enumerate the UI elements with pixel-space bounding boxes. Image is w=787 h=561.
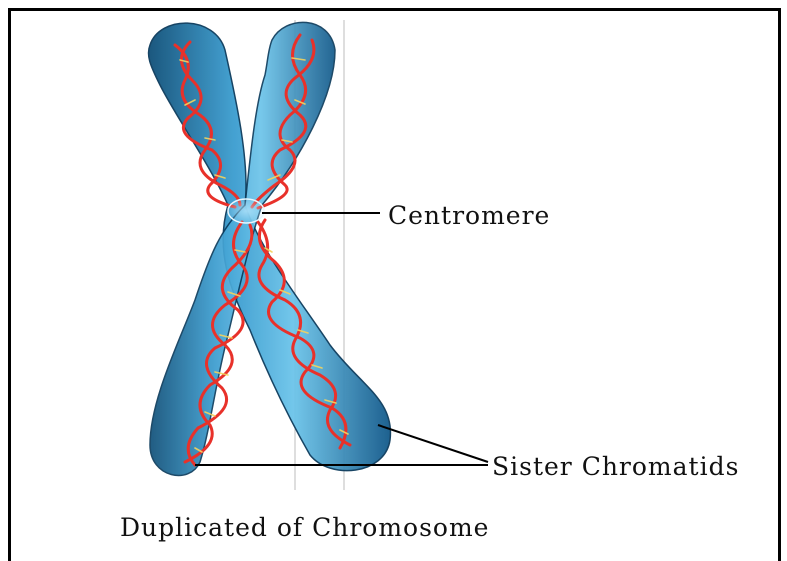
centromere-marker <box>228 199 264 223</box>
centromere-label: Centromere <box>388 201 550 230</box>
sister-chromatids-label: Sister Chromatids <box>492 452 739 481</box>
sister-chromatid-leader-line <box>378 425 488 462</box>
diagram-caption: Duplicated of Chromosome <box>120 513 489 542</box>
